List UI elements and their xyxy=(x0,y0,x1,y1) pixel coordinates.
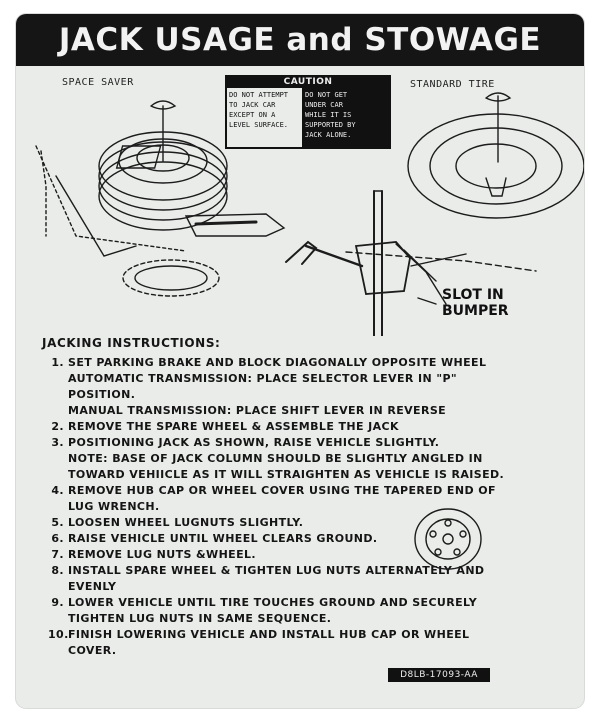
space-saver-label: SPACE SAVER xyxy=(62,77,134,88)
instruction-line: 7. REMOVE LUG NUTS &WHEEL. xyxy=(38,548,578,562)
jack-illustration xyxy=(35,92,584,336)
caution-right-line: UNDER CAR xyxy=(305,101,343,109)
bumper-line: BUMPER xyxy=(442,303,509,319)
instruction-line: COVER. xyxy=(38,644,578,658)
instruction-text: MANUAL TRANSMISSION: PLACE SHIFT LEVER I… xyxy=(68,404,447,417)
instruction-text: LOWER VEHICLE UNTIL TIRE TOUCHES GROUND … xyxy=(68,596,478,609)
instruction-text: LUG WRENCH. xyxy=(68,500,160,513)
instruction-line: 5. LOOSEN WHEEL LUGNUTS SLIGHTLY. xyxy=(38,516,578,530)
instruction-line: EVENLY xyxy=(38,580,578,594)
instruction-line: POSITION. xyxy=(38,388,578,402)
instruction-text: POSITION. xyxy=(68,388,136,401)
instruction-number: 8. xyxy=(51,564,64,577)
instruction-line: 6. RAISE VEHICLE UNTIL WHEEL CLEARS GROUN… xyxy=(38,532,578,546)
instruction-line: LUG WRENCH. xyxy=(38,500,578,514)
caution-box: CAUTION DO NOT ATTEMPT TO JACK CAR EXCEP… xyxy=(225,75,391,149)
instruction-line: TOWARD VEHIICLE AS IT WILL STRAIGHTEN AS… xyxy=(38,468,578,482)
hub-wheel-icon xyxy=(414,508,482,570)
caution-left-line: DO NOT ATTEMPT xyxy=(229,91,289,99)
instruction-text: FINISH LOWERING VEHICLE AND INSTALL HUB … xyxy=(68,628,470,641)
instruction-text: TIGHTEN LUG NUTS IN SAME SEQUENCE. xyxy=(68,612,332,625)
caution-left-line: EXCEPT ON A xyxy=(229,111,276,119)
jack-decal: JACK USAGE and STOWAGE xyxy=(16,14,584,708)
caution-left-line: TO JACK CAR xyxy=(229,101,276,109)
instruction-text: SET PARKING BRAKE AND BLOCK DIAGONALLY O… xyxy=(68,356,487,369)
caution-right-line: DO NOT GET xyxy=(305,91,348,99)
instruction-text: NOTE: BASE OF JACK COLUMN SHOULD BE SLIG… xyxy=(68,452,483,465)
instruction-number: 4. xyxy=(51,484,64,497)
instruction-text: INSTALL SPARE WHEEL & TIGHTEN LUG NUTS A… xyxy=(68,564,485,577)
instruction-text: RAISE VEHICLE UNTIL WHEEL CLEARS GROUND. xyxy=(68,532,378,545)
caution-right-line: WHILE IT IS xyxy=(305,111,352,119)
part-number: D8LB-17093-AA xyxy=(388,668,490,682)
caution-right-line: SUPPORTED BY xyxy=(305,121,356,129)
instruction-number: 10. xyxy=(48,628,69,641)
instruction-text: POSITIONING JACK AS SHOWN, RAISE VEHICLE… xyxy=(68,436,440,449)
instruction-line: 9. LOWER VEHICLE UNTIL TIRE TOUCHES GROUN… xyxy=(38,596,578,610)
instruction-line: 10.FINISH LOWERING VEHICLE AND INSTALL H… xyxy=(38,628,578,642)
standard-tire-label: STANDARD TIRE xyxy=(410,79,495,90)
instruction-line: AUTOMATIC TRANSMISSION: PLACE SELECTOR L… xyxy=(38,372,578,386)
instruction-line: MANUAL TRANSMISSION: PLACE SHIFT LEVER I… xyxy=(38,404,578,418)
instruction-text: LOOSEN WHEEL LUGNUTS SLIGHTLY. xyxy=(68,516,304,529)
instructions-heading: JACKING INSTRUCTIONS: xyxy=(42,336,221,350)
caution-left-line: LEVEL SURFACE. xyxy=(229,121,289,129)
instruction-text: COVER. xyxy=(68,644,117,657)
instruction-number: 2. xyxy=(51,420,64,433)
instruction-number: 7. xyxy=(51,548,64,561)
instruction-number: 3. xyxy=(51,436,64,449)
title-bar: JACK USAGE and STOWAGE xyxy=(16,14,584,66)
instruction-text: TOWARD VEHIICLE AS IT WILL STRAIGHTEN AS… xyxy=(68,468,505,481)
instruction-line: 1. SET PARKING BRAKE AND BLOCK DIAGONALLY… xyxy=(38,356,578,370)
instruction-number: 9. xyxy=(51,596,64,609)
instruction-text: REMOVE HUB CAP OR WHEEL COVER USING THE … xyxy=(68,484,496,497)
slot-line: SLOT IN xyxy=(442,287,504,303)
caution-left-text: DO NOT ATTEMPT TO JACK CAR EXCEPT ON A L… xyxy=(227,88,302,147)
decal-title: JACK USAGE and STOWAGE xyxy=(58,22,542,58)
instruction-line: TIGHTEN LUG NUTS IN SAME SEQUENCE. xyxy=(38,612,578,626)
caution-right-text: DO NOT GET UNDER CAR WHILE IT IS SUPPORT… xyxy=(302,88,389,147)
instruction-text: REMOVE THE SPARE WHEEL & ASSEMBLE THE JA… xyxy=(68,420,399,433)
caution-heading: CAUTION xyxy=(227,77,389,88)
instruction-line: 8. INSTALL SPARE WHEEL & TIGHTEN LUG NUTS… xyxy=(38,564,578,578)
instruction-line: 2. REMOVE THE SPARE WHEEL & ASSEMBLE THE … xyxy=(38,420,578,434)
instruction-text: AUTOMATIC TRANSMISSION: PLACE SELECTOR L… xyxy=(68,372,458,385)
instruction-line: 3. POSITIONING JACK AS SHOWN, RAISE VEHIC… xyxy=(38,436,578,450)
instruction-number: 5. xyxy=(51,516,64,529)
instruction-line: 4. REMOVE HUB CAP OR WHEEL COVER USING TH… xyxy=(38,484,578,498)
instruction-number: 6. xyxy=(51,532,64,545)
instruction-text: EVENLY xyxy=(68,580,117,593)
caution-right-line: JACK ALONE. xyxy=(305,131,352,139)
instruction-text: REMOVE LUG NUTS &WHEEL. xyxy=(68,548,256,561)
instruction-number: 1. xyxy=(51,356,64,369)
instruction-line: NOTE: BASE OF JACK COLUMN SHOULD BE SLIG… xyxy=(38,452,578,466)
jacking-instructions: JACKING INSTRUCTIONS: 1. SET PARKING BRAK… xyxy=(38,336,578,660)
slot-in-bumper-label: SLOT IN BUMPER xyxy=(442,287,509,319)
